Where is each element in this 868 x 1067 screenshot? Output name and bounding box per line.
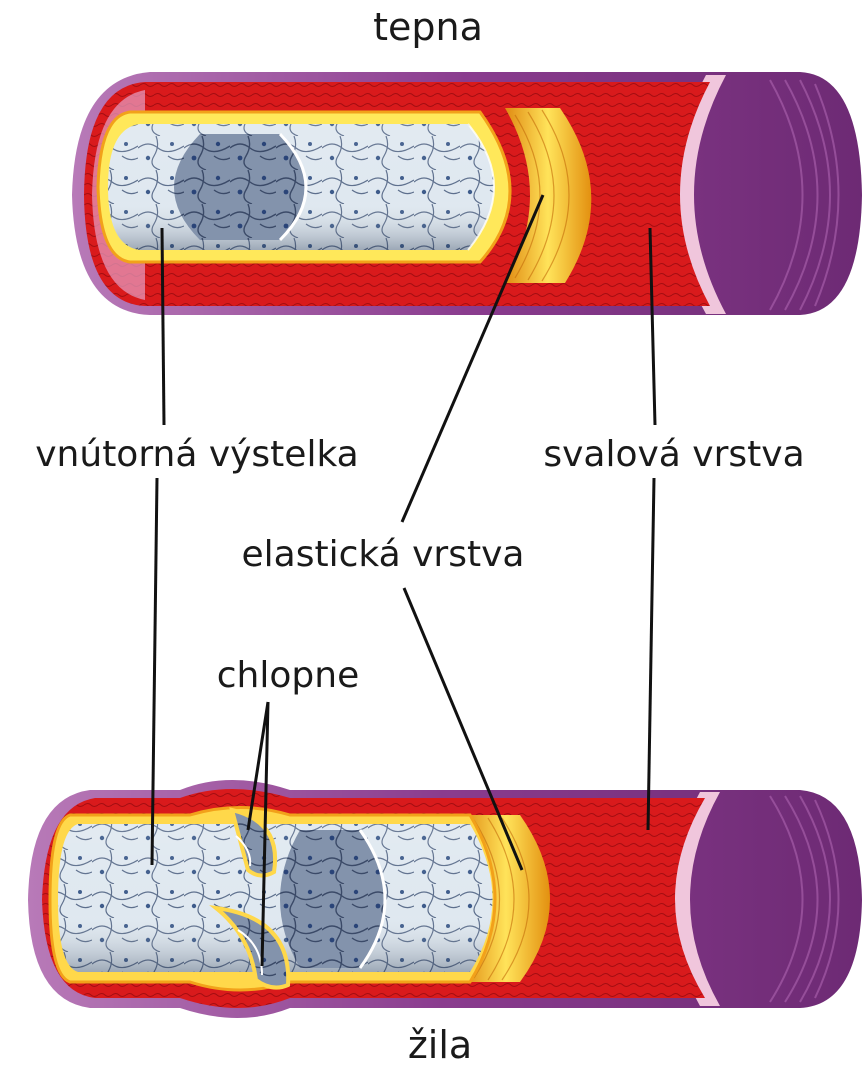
elastic-layer-label: elastická vrstva [242, 534, 525, 575]
muscle-layer-label: svalová vrstva [543, 434, 804, 475]
artery-illustration [72, 72, 862, 315]
leader-inner-lining-artery [162, 228, 164, 425]
leader-muscle-vein [648, 478, 654, 830]
valves-label: chlopne [217, 655, 359, 696]
artery-lumen [174, 134, 306, 240]
vein-lumen [280, 830, 385, 968]
artery-label: tepna [373, 5, 483, 49]
inner-lining-label: vnútorná výstelka [35, 434, 358, 475]
vein-label: žila [408, 1023, 472, 1067]
